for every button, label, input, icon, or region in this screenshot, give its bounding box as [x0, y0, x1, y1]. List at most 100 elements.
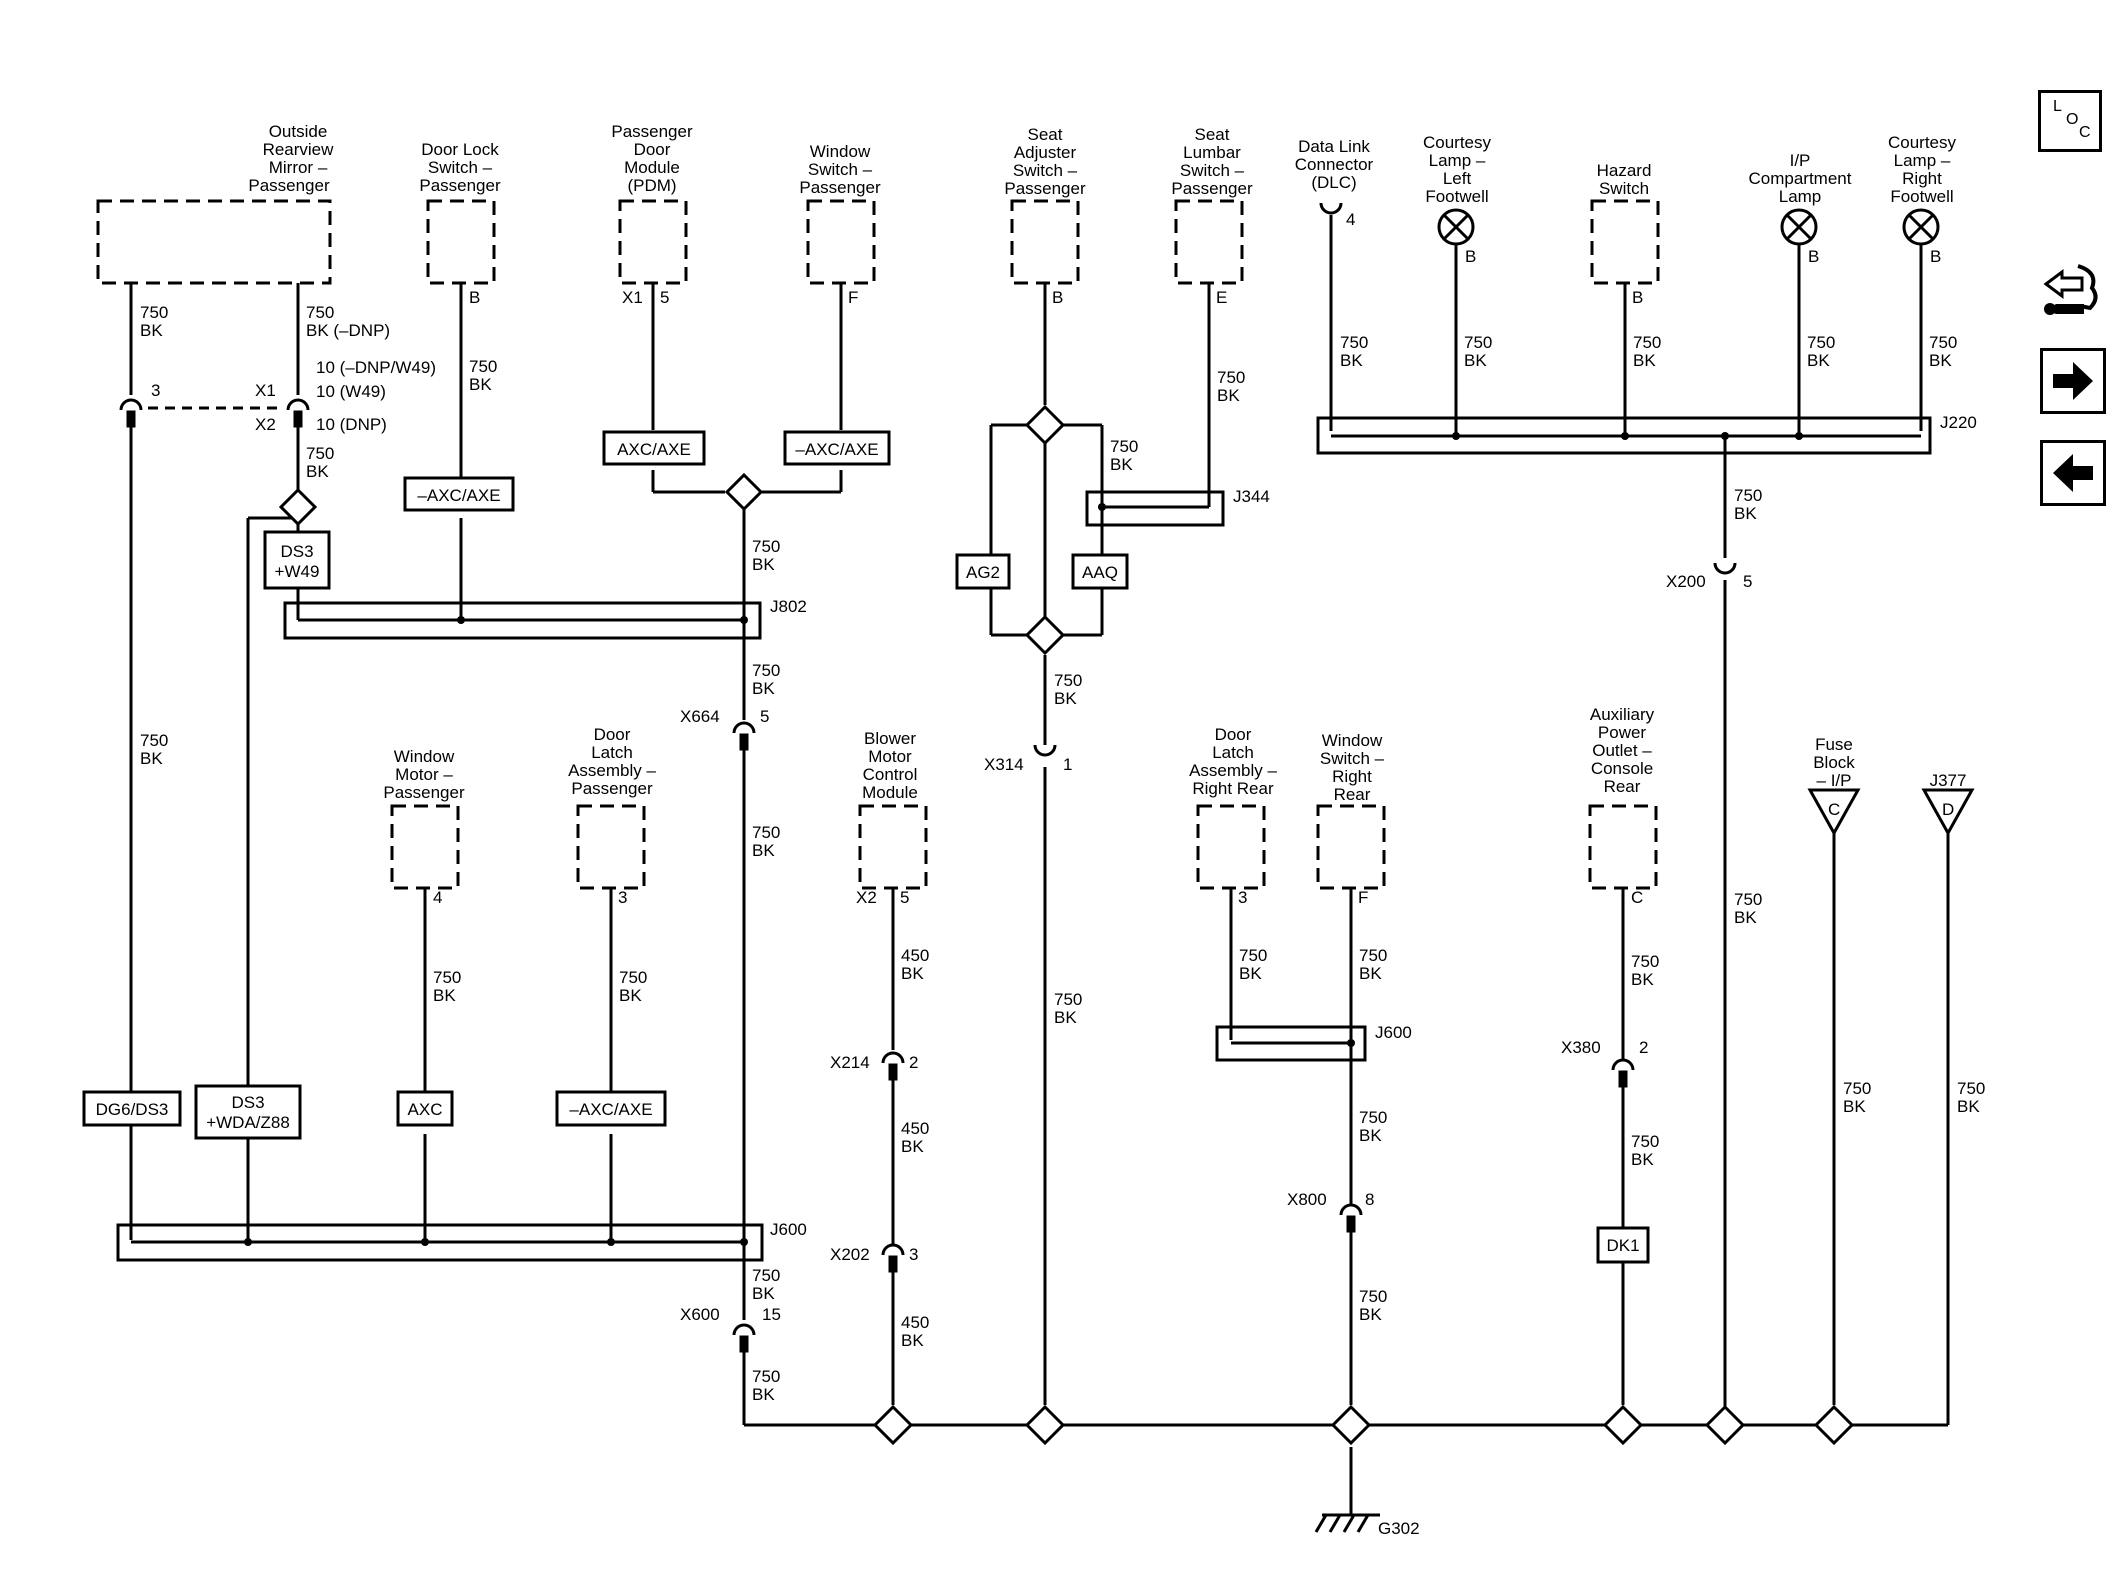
svg-text:BK: BK — [1239, 964, 1262, 983]
svg-text:750: 750 — [752, 1266, 780, 1285]
pin-label: D — [1942, 800, 1954, 819]
seatadj-box — [1010, 199, 1080, 285]
svg-text:X664: X664 — [680, 707, 720, 726]
j377-triangle — [1921, 788, 1975, 837]
svg-text:BK: BK — [1110, 455, 1133, 474]
splice-j344 — [1085, 490, 1225, 527]
svg-text:10 (DNP): 10 (DNP) — [316, 415, 387, 434]
blower-box — [858, 804, 928, 890]
svg-text:X214: X214 — [830, 1053, 870, 1072]
svg-text:750: 750 — [1807, 333, 1835, 352]
svg-text:X2: X2 — [255, 415, 276, 434]
svg-text:750: 750 — [1734, 890, 1762, 909]
latch-box — [576, 804, 646, 890]
svg-text:750: 750 — [1734, 486, 1762, 505]
svg-text:750: 750 — [619, 968, 647, 987]
svg-text:+WDA/Z88: +WDA/Z88 — [206, 1113, 290, 1132]
svg-text:450: 450 — [901, 1313, 929, 1332]
svg-text:BK: BK — [1843, 1097, 1866, 1116]
svg-text:BK: BK — [469, 375, 492, 394]
svg-text:AG2: AG2 — [966, 563, 1000, 582]
svg-text:15: 15 — [762, 1305, 781, 1324]
splice-diamond — [872, 1404, 914, 1446]
svg-text:750: 750 — [752, 661, 780, 680]
locator-button[interactable]: L O C — [2038, 90, 2102, 152]
svg-text:J802: J802 — [770, 597, 807, 616]
ground-icon — [1314, 1513, 1380, 1533]
apo-box — [1588, 804, 1658, 890]
svg-text:J600: J600 — [770, 1220, 807, 1239]
latchRR-box — [1196, 804, 1266, 890]
svg-text:+W49: +W49 — [275, 562, 320, 581]
doorlock-box — [426, 199, 496, 285]
svg-text:X380: X380 — [1561, 1038, 1601, 1057]
splice-j600b — [1215, 1025, 1367, 1062]
svg-text:AXC: AXC — [408, 1100, 443, 1119]
svg-text:–AXC/AXE: –AXC/AXE — [795, 440, 878, 459]
tools-icon[interactable] — [2040, 258, 2104, 328]
winRR-box — [1316, 804, 1386, 890]
splice-diamond — [1602, 1404, 1644, 1446]
arrow-left-icon — [2053, 454, 2093, 492]
svg-text:X200: X200 — [1666, 572, 1706, 591]
svg-text:BK: BK — [752, 841, 775, 860]
svg-text:450: 450 — [901, 946, 929, 965]
splice-diamond — [278, 487, 318, 527]
next-page-button[interactable] — [2040, 348, 2106, 414]
svg-text:1: 1 — [1063, 755, 1072, 774]
svg-text:DS3: DS3 — [231, 1093, 264, 1112]
svg-text:BK: BK — [433, 986, 456, 1005]
svg-text:DK1: DK1 — [1606, 1236, 1639, 1255]
svg-text:10 (–DNP/W49): 10 (–DNP/W49) — [316, 358, 436, 377]
svg-text:AAQ: AAQ — [1082, 563, 1118, 582]
svg-text:750: 750 — [1633, 333, 1661, 352]
svg-text:3: 3 — [151, 381, 160, 400]
winmot-box — [390, 804, 460, 890]
previous-page-button[interactable] — [2040, 440, 2106, 506]
pin-label: 4 — [1346, 210, 1355, 229]
pin-label: C — [1631, 888, 1643, 907]
fuse-triangle — [1807, 788, 1861, 837]
svg-text:BK: BK — [1359, 1305, 1382, 1324]
svg-text:750: 750 — [433, 968, 461, 987]
pin-label: B — [1632, 288, 1643, 307]
svg-text:5: 5 — [1743, 572, 1752, 591]
svg-text:G302: G302 — [1378, 1519, 1420, 1538]
svg-text:BK: BK — [1054, 689, 1077, 708]
svg-text:BK: BK — [1734, 504, 1757, 523]
svg-text:750: 750 — [1929, 333, 1957, 352]
pin-label: B — [1465, 247, 1476, 266]
svg-text:750: 750 — [752, 823, 780, 842]
svg-text:750: 750 — [306, 303, 334, 322]
svg-text:BK: BK — [1359, 964, 1382, 983]
svg-text:750: 750 — [1631, 1132, 1659, 1151]
svg-text:BK: BK — [1631, 970, 1654, 989]
svg-text:J220: J220 — [1940, 413, 1977, 432]
svg-text:BK: BK — [1633, 351, 1656, 370]
svg-text:BK: BK — [1340, 351, 1363, 370]
svg-text:BK: BK — [619, 986, 642, 1005]
svg-text:750: 750 — [1054, 990, 1082, 1009]
svg-text:750: 750 — [140, 303, 168, 322]
svg-text:2: 2 — [1639, 1038, 1648, 1057]
splice-j600a — [116, 1223, 764, 1262]
pin-label: F — [848, 288, 858, 307]
option-labels: DS3 +W49 AXC/AXE –AXC/AXE –AXC/AXE AG2 A… — [96, 440, 1640, 1255]
pin-label: B — [1930, 247, 1941, 266]
svg-text:750: 750 — [1239, 946, 1267, 965]
lamp-icon — [1902, 208, 1940, 246]
pin-label: B — [1052, 288, 1063, 307]
svg-text:750: 750 — [1340, 333, 1368, 352]
svg-text:750: 750 — [1054, 671, 1082, 690]
svg-text:750: 750 — [1110, 437, 1138, 456]
svg-text:750: 750 — [1631, 952, 1659, 971]
